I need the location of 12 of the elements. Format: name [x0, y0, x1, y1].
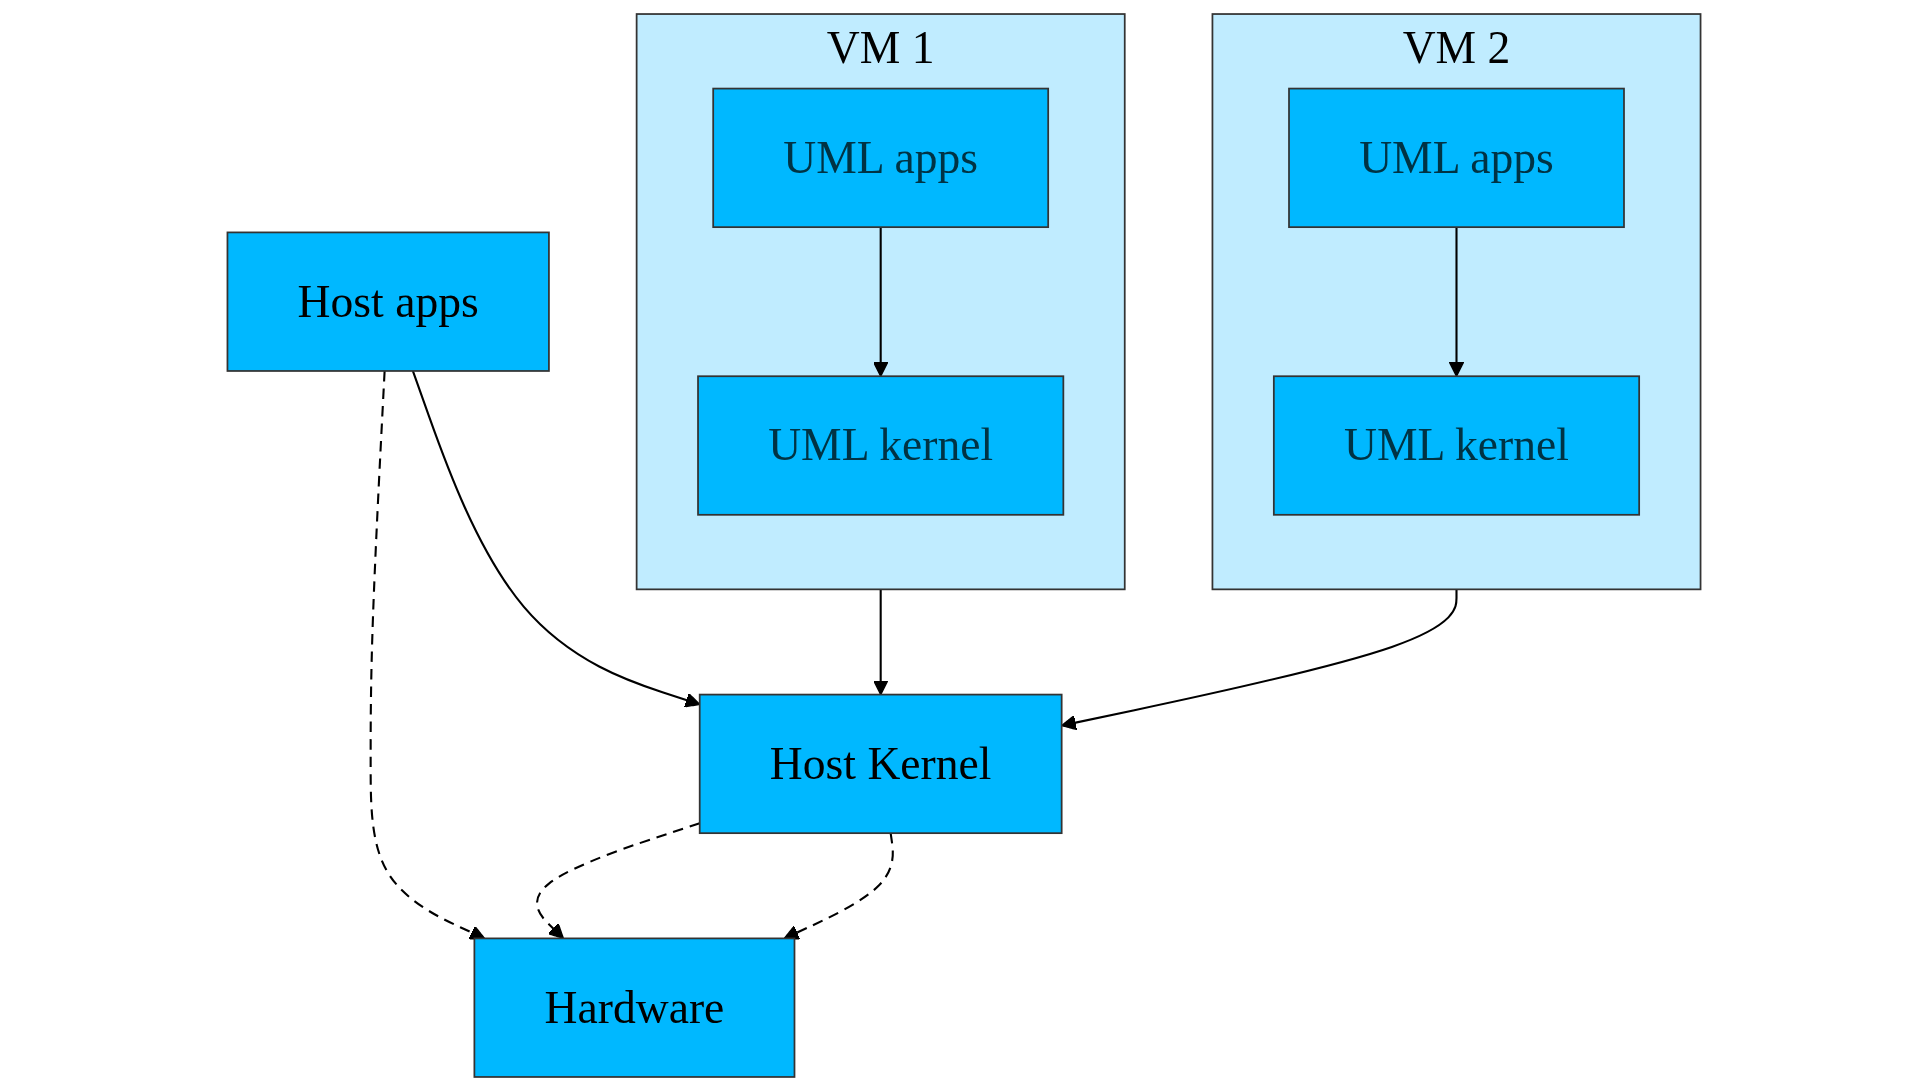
node-box: Host apps [226, 231, 550, 372]
node-box: UML apps [1288, 87, 1625, 229]
node-box: Host Kernel [698, 693, 1063, 835]
node-box: Hardware [473, 937, 796, 1078]
arrow [1448, 227, 1465, 377]
node-box: UML kernel [697, 375, 1065, 516]
arrow [783, 833, 894, 940]
arrow [872, 589, 889, 696]
node-box: UML apps [712, 87, 1050, 229]
node-box: UML kernel [1272, 375, 1641, 516]
arrow [369, 370, 486, 940]
arrow [872, 227, 889, 377]
